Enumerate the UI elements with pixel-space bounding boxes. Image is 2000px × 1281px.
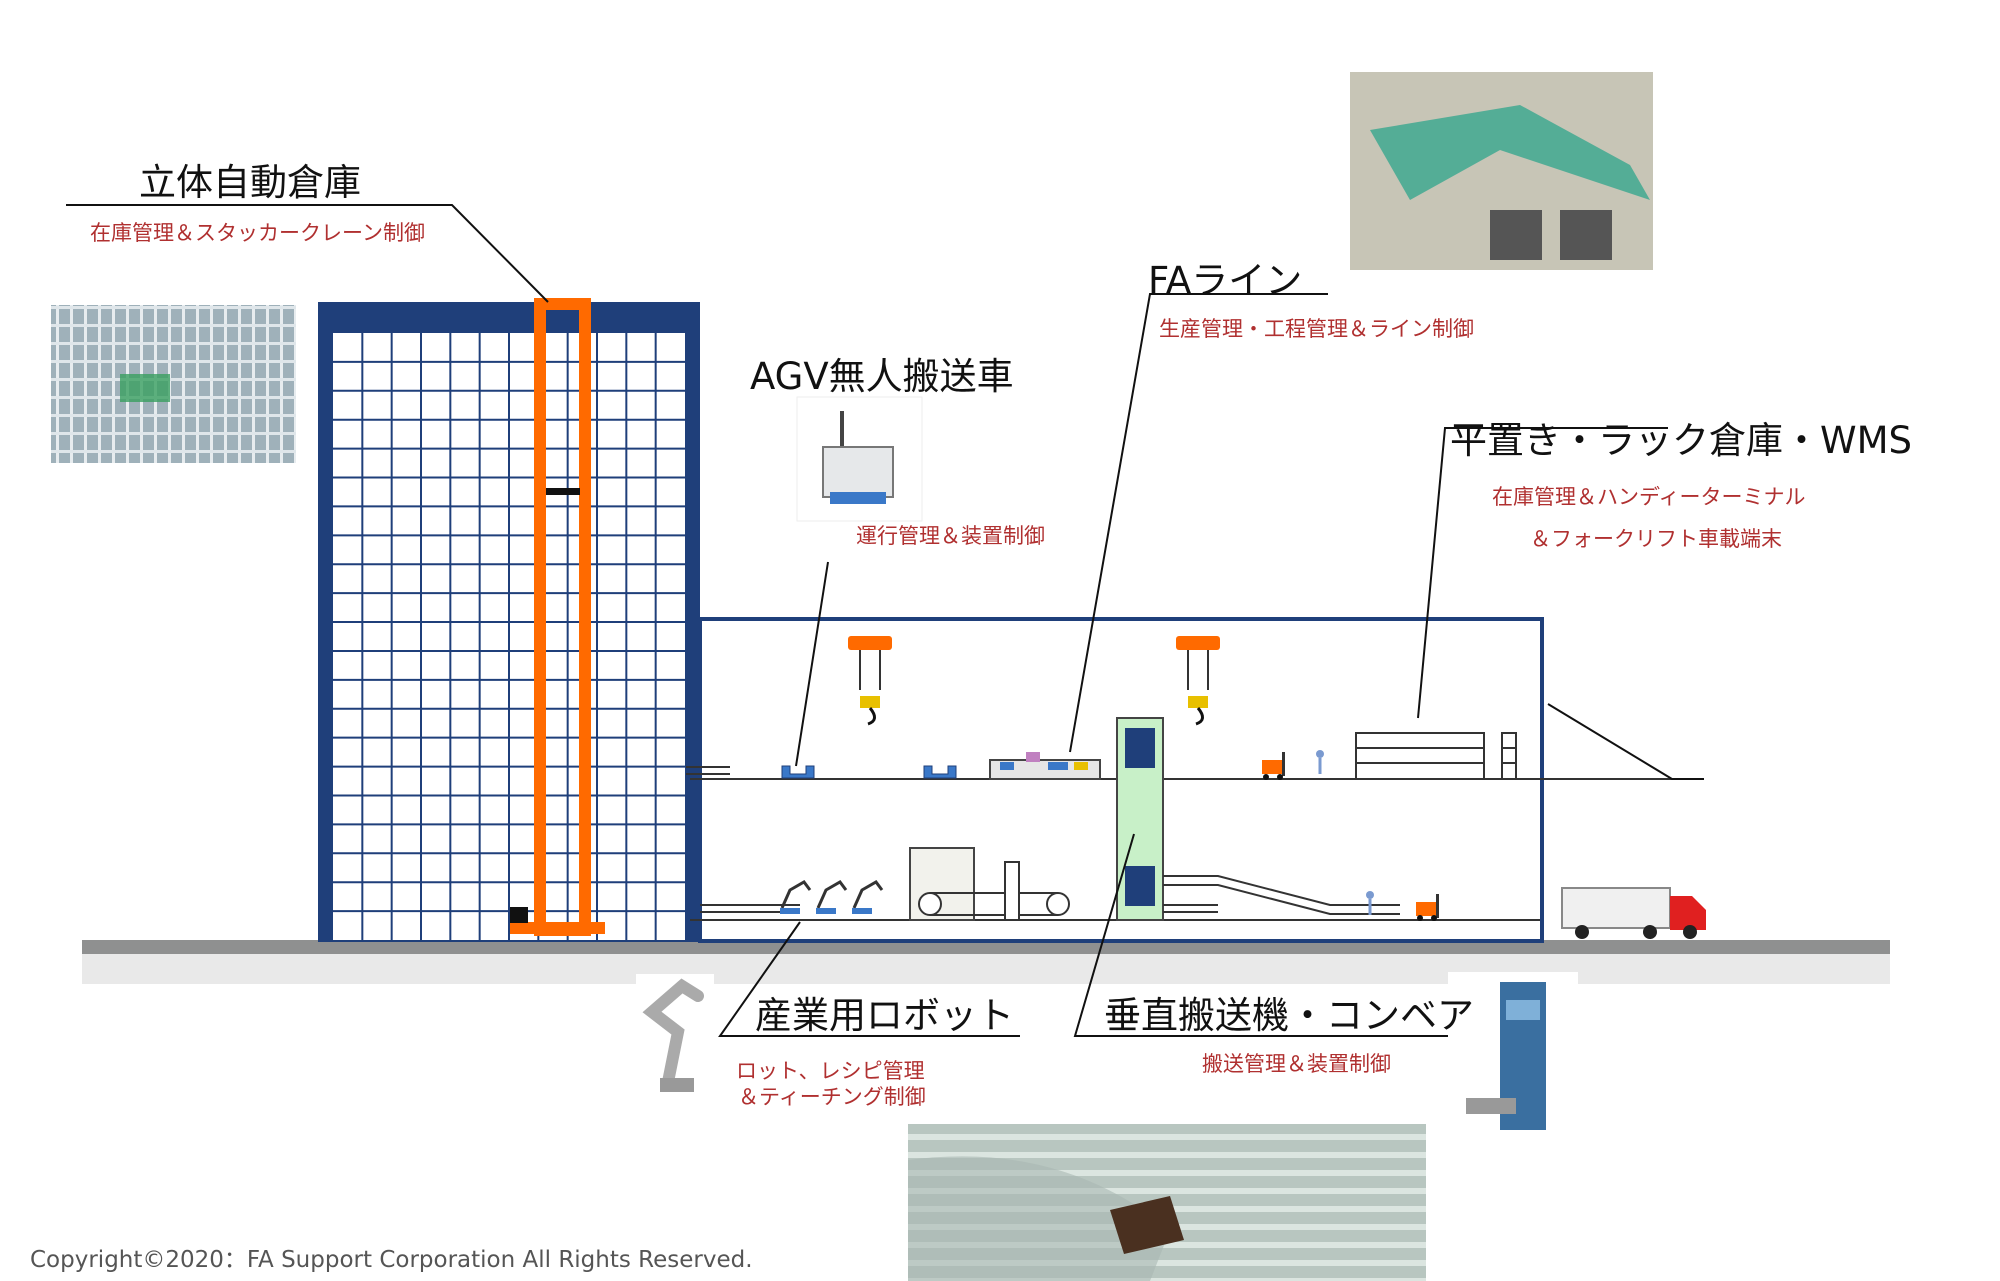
flat-rack-subtitle-1: 在庫管理＆ハンディーターミナル [1492, 485, 1806, 509]
vertical-conveyor-title: 垂直搬送機・コンベア [1104, 994, 1474, 1037]
robot-photo [636, 974, 714, 1098]
fa-line-photo [1350, 72, 1653, 270]
conveyor [1163, 875, 1400, 915]
robot-subtitle-2: ＆ティーチング制御 [738, 1085, 926, 1109]
agv-title: AGV無人搬送車 [750, 355, 1014, 398]
agv-subtitle: 運行管理＆装置制御 [856, 524, 1045, 548]
vertical-conveyor-subtitle: 搬送管理＆装置制御 [1202, 1052, 1391, 1076]
robot-arm [780, 880, 884, 914]
copyright: Copyright©2020：FA Support Corporation Al… [30, 1247, 753, 1273]
overhead-hoist [848, 636, 892, 726]
forklift-icon [1262, 752, 1285, 780]
robot-subtitle-1: ロット、レシピ管理 [736, 1059, 925, 1083]
crane-carriage [546, 488, 580, 495]
robot-title: 産業用ロボット [755, 994, 1014, 1037]
fa-line-machine [989, 752, 1101, 780]
conveyor-photo [908, 1124, 1426, 1281]
fa-title: FAライン [1148, 259, 1303, 302]
worker-icon [1316, 750, 1324, 774]
forklift-icon [1416, 894, 1439, 921]
vertical-conveyor-photo [1448, 972, 1578, 1148]
flat-rack [1355, 732, 1517, 780]
crane-motor [510, 907, 528, 923]
asrs-title: 立体自動倉庫 [139, 161, 361, 204]
asrs-tower [318, 298, 700, 942]
leader-lines [66, 204, 1704, 1037]
asrs-subtitle: 在庫管理＆スタッカークレーン制御 [90, 221, 425, 245]
processing-machine [909, 847, 1070, 921]
agv-photo [796, 396, 923, 522]
fa-subtitle: 生産管理・工程管理＆ライン制御 [1159, 317, 1474, 341]
asrs-photo [51, 305, 296, 463]
agv-vehicle [923, 765, 957, 779]
overhead-hoist [1176, 636, 1220, 726]
asrs-photo-panel [120, 374, 170, 402]
crane-base [510, 922, 605, 934]
truck-icon [1561, 887, 1706, 939]
factory-building [686, 617, 1700, 943]
flat-rack-subtitle-2: ＆フォークリフト車載端末 [1530, 527, 1782, 551]
agv-vehicle [781, 765, 815, 779]
flat-rack-title: 平置き・ラック倉庫・WMS [1450, 419, 1912, 462]
vertical-lift [1116, 717, 1164, 921]
ground [82, 940, 1890, 984]
worker-icon [1366, 891, 1374, 915]
